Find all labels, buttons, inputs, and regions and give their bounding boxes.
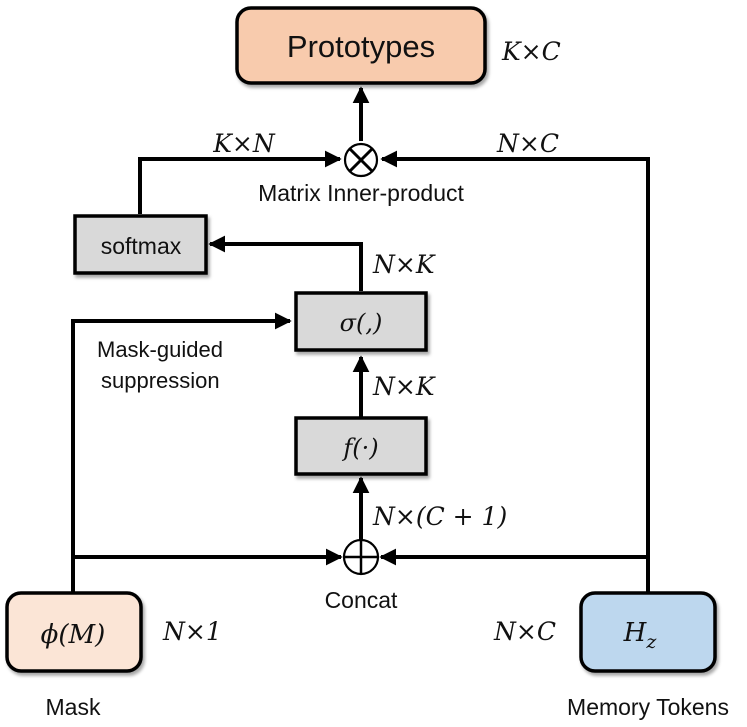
- memory-caption: Memory Tokens: [567, 694, 729, 720]
- prototypes-node: Prototypes: [235, 6, 487, 85]
- memory-to-product-dim: N×C: [496, 129, 559, 158]
- inner-product-caption: Matrix Inner-product: [258, 180, 464, 206]
- sigma-node: σ(,): [294, 291, 428, 352]
- memory-label-subscript: z: [645, 631, 657, 653]
- mask-box: [5, 591, 143, 673]
- f-to-sigma-dim: N×K: [372, 372, 436, 401]
- concat-operator: [342, 538, 380, 576]
- memory-dim-label: N×C: [493, 617, 556, 646]
- sigma-label: σ(,): [340, 309, 383, 337]
- softmax-to-product-dim: K×N: [212, 129, 276, 158]
- softmax-box: [73, 214, 208, 275]
- softmax-label: softmax: [101, 233, 182, 259]
- f-node: f(·): [294, 416, 428, 476]
- concat-caption: Concat: [325, 587, 398, 613]
- prototypes-dim-label: K×C: [501, 37, 561, 66]
- f-label: f(·): [341, 434, 378, 462]
- f-box: [294, 416, 428, 476]
- inner-product-operator: [343, 142, 379, 178]
- edge-softmax-to-product: [138, 150, 342, 214]
- edge-memory-to-product: [380, 150, 650, 592]
- mask-guided-caption-line2: suppression: [101, 368, 220, 393]
- memory-node: Hz: [579, 591, 717, 673]
- softmax-node: softmax: [73, 214, 208, 275]
- sigma-to-softmax-dim: N×K: [372, 250, 436, 279]
- memory-label: Hz: [623, 618, 658, 653]
- mask-node: ϕ(M): [5, 591, 143, 673]
- sigma-box: [294, 291, 428, 352]
- edge-sigma-to-softmax: [208, 235, 363, 291]
- edge-mask-to-sigma: [71, 312, 292, 592]
- prototypes-box: [235, 6, 487, 85]
- concat-to-f-dim: N×(C + 1): [372, 502, 507, 531]
- inner-product-cross-b: [348, 147, 374, 173]
- memory-box: [579, 591, 717, 673]
- mask-guided-caption-line1: Mask-guided: [97, 337, 223, 362]
- mask-caption: Mask: [46, 694, 101, 720]
- memory-label-main: H: [623, 618, 648, 648]
- prototypes-label: Prototypes: [287, 29, 435, 64]
- mask-label: ϕ(M): [41, 620, 106, 650]
- mask-dim-label: N×1: [162, 617, 222, 646]
